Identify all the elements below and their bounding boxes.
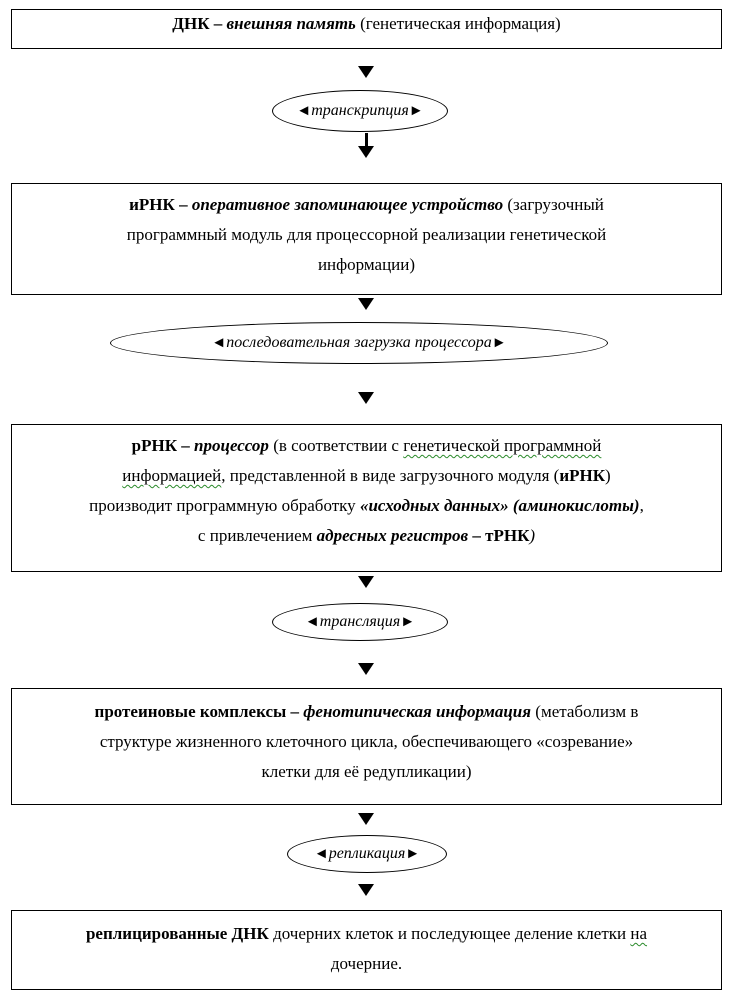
- text-segment: внешняя память: [226, 14, 356, 33]
- down-arrow-icon: [358, 392, 374, 404]
- text-segment: генетической программной: [403, 436, 602, 455]
- text-segment: информацией: [122, 466, 222, 485]
- right-triangle-icon: ►: [400, 613, 416, 630]
- block-dna: ДНК – внешняя память (генетическая инфор…: [11, 9, 722, 49]
- block-line: информации): [12, 250, 721, 280]
- text-segment: ,: [639, 496, 644, 515]
- text-segment: ): [529, 526, 536, 545]
- block-mrna: иРНК – оперативное запоминающее устройст…: [11, 183, 722, 295]
- text-segment: фенотипическая информация: [303, 702, 532, 721]
- block-rrna: рРНК – процессор (в соответствии с генет…: [11, 424, 722, 572]
- block-line: иРНК – оперативное запоминающее устройст…: [12, 190, 721, 220]
- down-arrow-icon: [358, 66, 374, 78]
- block-replicated-dna: реплицированные ДНК дочерних клеток и по…: [11, 910, 722, 990]
- down-arrow-icon: [358, 663, 374, 675]
- text-segment: (в соответствии с: [268, 436, 404, 455]
- text-segment: клетки для её редупликации): [261, 762, 472, 781]
- block-line: протеиновые комплексы – фенотипическая и…: [12, 697, 721, 727]
- text-segment: иРНК: [559, 466, 606, 485]
- block-line: производит программную обработку «исходн…: [12, 491, 721, 521]
- block-line: с привлечением адресных регистров – тРНК…: [12, 521, 721, 551]
- text-segment: иРНК –: [129, 195, 192, 214]
- process-label: трансляция: [319, 613, 401, 630]
- down-arrow-icon: [358, 813, 374, 825]
- down-arrow-icon: [358, 146, 374, 158]
- block-line: ДНК – внешняя память (генетическая инфор…: [12, 10, 721, 38]
- block-line: рРНК – процессор (в соответствии с генет…: [12, 431, 721, 461]
- text-segment: реплицированные ДНК: [85, 924, 269, 943]
- text-segment: ДНК –: [172, 14, 227, 33]
- text-segment: – тРНК: [468, 526, 530, 545]
- right-triangle-icon: ►: [405, 845, 421, 862]
- text-segment: , представленной в виде загрузочного мод…: [221, 466, 560, 485]
- text-segment: протеиновые комплексы –: [94, 702, 304, 721]
- down-arrow-icon: [358, 298, 374, 310]
- process-transcription: ◄ транскрипция ►: [272, 90, 448, 132]
- text-segment: адресных регистров: [316, 526, 469, 545]
- block-line: структуре жизненного клеточного цикла, о…: [12, 727, 721, 757]
- right-triangle-icon: ►: [408, 102, 424, 119]
- text-segment: (загрузочный: [503, 195, 604, 214]
- down-arrow-icon: [358, 884, 374, 896]
- block-line: программный модуль для процессорной реал…: [12, 220, 721, 250]
- left-triangle-icon: ◄: [211, 334, 227, 351]
- block-line: информацией, представленной в виде загру…: [12, 461, 721, 491]
- process-label: последовательная загрузка процессора: [226, 334, 492, 351]
- text-segment: (генетическая информация): [355, 14, 561, 33]
- text-segment: (метаболизм в: [531, 702, 639, 721]
- text-segment: оперативное запоминающее устройство: [191, 195, 504, 214]
- process-replication: ◄ репликация ►: [287, 835, 447, 873]
- text-segment: рРНК –: [131, 436, 195, 455]
- process-label: транскрипция: [311, 102, 409, 119]
- text-segment: структуре жизненного клеточного цикла, о…: [99, 732, 634, 751]
- left-triangle-icon: ◄: [296, 102, 312, 119]
- arrow-stem: [365, 133, 368, 146]
- text-segment: дочерние.: [330, 954, 403, 973]
- left-triangle-icon: ◄: [304, 613, 320, 630]
- text-segment: информации): [317, 255, 416, 274]
- text-segment: процессор: [194, 436, 269, 455]
- text-segment: «исходных данных» (аминокислоты): [359, 496, 640, 515]
- process-label: репликация: [328, 845, 406, 862]
- block-line: реплицированные ДНК дочерних клеток и по…: [12, 919, 721, 949]
- text-segment: ): [605, 466, 611, 485]
- text-segment: дочерних клеток и последующее деление кл…: [268, 924, 631, 943]
- process-sequential-loading: ◄ последовательная загрузка процессора ►: [110, 322, 608, 364]
- block-line: клетки для её редупликации): [12, 757, 721, 787]
- text-segment: на: [630, 924, 648, 943]
- block-line: дочерние.: [12, 949, 721, 979]
- text-segment: с привлечением: [197, 526, 317, 545]
- process-translation: ◄ трансляция ►: [272, 603, 448, 641]
- right-triangle-icon: ►: [491, 334, 507, 351]
- left-triangle-icon: ◄: [313, 845, 329, 862]
- block-protein-complexes: протеиновые комплексы – фенотипическая и…: [11, 688, 722, 805]
- down-arrow-icon: [358, 576, 374, 588]
- text-segment: программный модуль для процессорной реал…: [126, 225, 607, 244]
- text-segment: производит программную обработку: [89, 496, 360, 515]
